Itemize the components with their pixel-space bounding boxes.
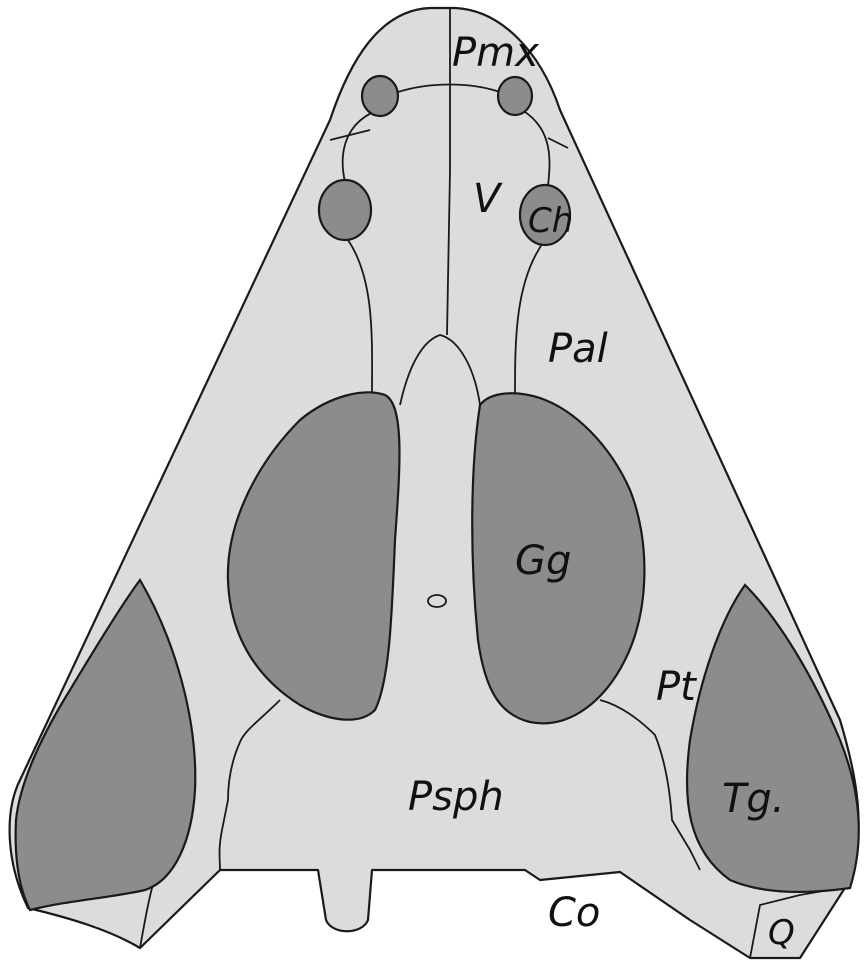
label-interpterygoid-vacuity: Gg (515, 538, 571, 584)
label-vomer: V (473, 176, 503, 222)
label-premaxilla: Pmx (452, 30, 539, 76)
label-pterygoid: Pt (656, 664, 697, 710)
premaxillary-opening-left (362, 76, 398, 116)
label-choana: Ch (528, 201, 573, 241)
label-parasphenoid: Psph (408, 774, 504, 820)
premaxillary-opening-right (498, 77, 532, 115)
label-palatine: Pal (548, 326, 608, 372)
label-occipital-condyle: Co (548, 890, 600, 936)
choana-left (319, 180, 371, 240)
label-quadrate: Q (768, 913, 795, 953)
label-subtemporal-fossa: Tg. (722, 776, 785, 822)
